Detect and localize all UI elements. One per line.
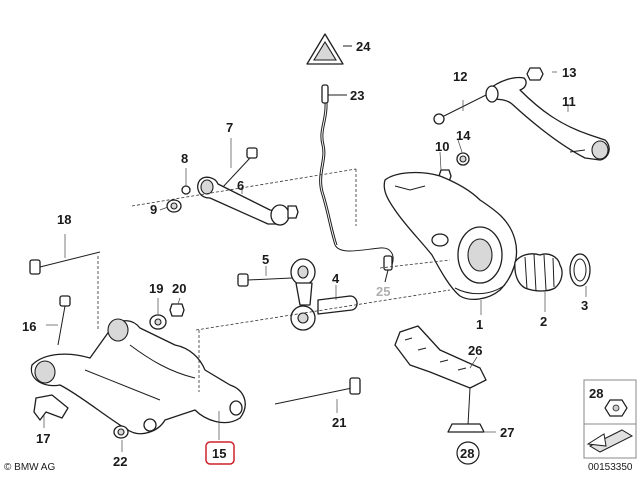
ring-part: [569, 253, 591, 287]
arrow-icon: [586, 429, 634, 453]
label-7: 7: [226, 120, 233, 135]
label-20: 20: [172, 281, 186, 296]
boot-kit-part: [514, 253, 563, 292]
label-15: 15: [212, 446, 226, 461]
bolt-16-part: [57, 295, 71, 346]
legend-box: 28: [583, 379, 637, 459]
label-9: 9: [150, 202, 157, 217]
washer-nut-8-9-part: [166, 185, 191, 213]
label-1: 1: [476, 317, 483, 332]
label-17: 17: [36, 431, 50, 446]
wiring-bracket-part: [394, 325, 487, 433]
label-4: 4: [332, 271, 340, 286]
toe-link-part: [290, 258, 358, 331]
label-15-highlight[interactable]: 15: [205, 441, 235, 465]
label-3: 3: [581, 298, 588, 313]
upper-bolt-part: [433, 67, 544, 125]
label-28-circle: 28: [456, 441, 480, 465]
label-10: 10: [435, 139, 449, 154]
label-14: 14: [456, 128, 471, 143]
label-22: 22: [113, 454, 127, 469]
label-12: 12: [453, 69, 467, 84]
legend-label-28: 28: [589, 386, 603, 401]
bolt-18-part: [29, 251, 101, 275]
wheel-speed-sensor-part: [319, 84, 394, 283]
image-number: 00153350: [588, 462, 633, 473]
label-23: 23: [350, 88, 364, 103]
label-27: 27: [500, 425, 514, 440]
guide-lines: [97, 168, 451, 392]
label-24: 24: [356, 39, 371, 54]
label-16: 16: [22, 319, 36, 334]
warning-label-part: [306, 33, 352, 65]
label-26: 26: [468, 343, 482, 358]
label-21: 21: [332, 415, 346, 430]
lower-control-arm-part: [30, 318, 246, 435]
label-13: 13: [562, 65, 576, 80]
upper-control-arm-part: [485, 76, 610, 161]
copyright-text: © BMW AG: [4, 462, 55, 473]
wheel-carrier-part: [383, 171, 518, 301]
bushing-19-20-part: [149, 303, 185, 330]
leader-lines: [43, 71, 587, 452]
label-19: 19: [149, 281, 163, 296]
nut-28-icon: [604, 399, 628, 417]
bolt-7-part: [221, 147, 258, 189]
label-28: 28: [460, 446, 474, 461]
label-5: 5: [262, 252, 269, 267]
bolt-5-part: [237, 273, 293, 287]
label-8: 8: [181, 151, 188, 166]
label-25: 25: [376, 284, 390, 299]
label-18: 18: [57, 212, 71, 227]
bolt-21-part: [274, 377, 361, 405]
link-rod-part: [197, 176, 299, 226]
label-2: 2: [540, 314, 547, 329]
nut-22-part: [113, 425, 129, 439]
label-11: 11: [562, 94, 576, 109]
label-6: 6: [237, 178, 244, 193]
bracket-17-part: [33, 394, 69, 421]
